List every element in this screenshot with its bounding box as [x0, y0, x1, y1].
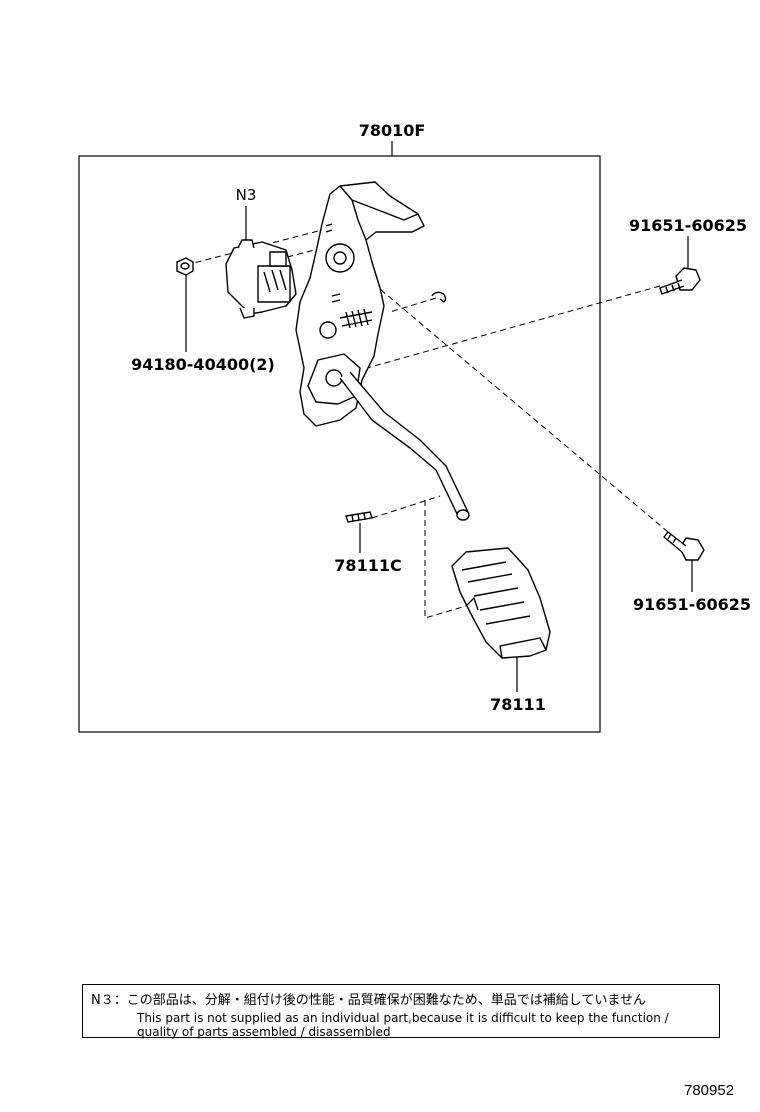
nut [176, 257, 194, 276]
label-bolt-upper: 91651-60625 [629, 216, 747, 235]
clip [431, 291, 447, 303]
dash-bolt-upper [341, 285, 661, 376]
bolt-upper [659, 267, 701, 295]
label-nut: 94180-40400(2) [131, 355, 275, 374]
throttle-position-sensor [225, 239, 297, 319]
drawing-number: 780952 [684, 1082, 735, 1099]
dash-pin [371, 495, 441, 519]
label-pad: 78111 [490, 695, 546, 714]
bolt-lower [663, 531, 705, 561]
pedal-bracket [295, 181, 470, 521]
note-english-line2: quality of parts assembled / disassemble… [137, 1025, 391, 1039]
dash-bolt-lower [373, 283, 669, 533]
assembly-frame [78, 155, 601, 733]
label-pin: 78111C [334, 556, 401, 575]
dash-washer [389, 297, 437, 313]
pin [345, 511, 373, 523]
note-japanese: N３：この部品は、分解・組付け後の性能・品質確保が困難なため、単品では補給してい… [91, 993, 646, 1008]
label-assembly: 78010F [359, 121, 426, 140]
label-bolt-lower: 91651-60625 [633, 595, 751, 614]
label-n3: N3 [236, 186, 257, 204]
pedal-pad [451, 547, 551, 659]
note-english-line1: This part is not supplied as an individu… [137, 1011, 669, 1025]
supply-note-box: N３：この部品は、分解・組付け後の性能・品質確保が困難なため、単品では補給してい… [82, 984, 720, 1039]
